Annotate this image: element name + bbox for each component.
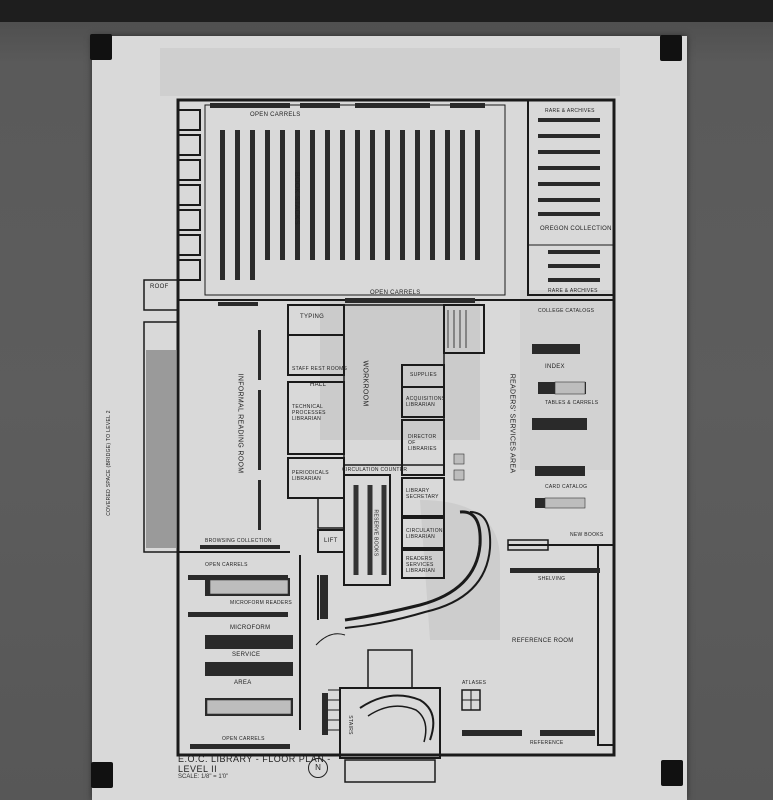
label-director: DIRECTOR OF LIBRARIES xyxy=(408,434,437,452)
label-workroom: WORKROOM xyxy=(361,360,369,407)
label-lift: LIFT xyxy=(324,538,338,544)
plan-scale: SCALE: 1/8" = 1'0" xyxy=(178,774,229,780)
label-service: SERVICE xyxy=(232,652,261,658)
label-browsing-collection: BROWSING COLLECTION xyxy=(205,538,272,544)
label-open-carrels-top: OPEN CARRELS xyxy=(250,112,301,118)
label-microform: MICROFORM xyxy=(230,625,271,631)
plan-title-block: E.O.C. LIBRARY - FLOOR PLAN - LEVEL II xyxy=(178,754,331,774)
label-open-carrels-bottom: OPEN CARRELS xyxy=(222,736,265,742)
label-staff-rest-rooms: STAFF REST ROOMS xyxy=(292,366,348,372)
label-readers-services-librarian: READERS SERVICES LIBRARIAN xyxy=(406,556,436,574)
label-open-carrels-lower: OPEN CARRELS xyxy=(205,562,248,568)
label-acquisitions: ACQUISITIONS LIBRARIAN xyxy=(406,396,446,408)
label-shelving: SHELVING xyxy=(538,576,566,582)
label-new-books: NEW BOOKS xyxy=(570,532,604,538)
label-rare-archives-top: RARE & ARCHIVES xyxy=(545,108,595,114)
label-rare-archives-bottom: RARE & ARCHIVES xyxy=(548,288,598,294)
label-open-carrels-mid: OPEN CARRELS xyxy=(370,290,421,296)
tape-bottom-right xyxy=(661,760,683,786)
label-typing: TYPING xyxy=(300,314,325,320)
plan-title: E.O.C. LIBRARY - FLOOR PLAN - xyxy=(178,754,331,764)
label-informal-reading-room: INFORMAL READING ROOM xyxy=(236,373,244,474)
label-stairs: STAIRS xyxy=(346,715,353,735)
label-periodicals: PERIODICALS LIBRARIAN xyxy=(292,470,329,482)
north-arrow-icon: N xyxy=(308,758,328,778)
label-readers-services-area: READERS' SERVICES AREA xyxy=(508,373,516,474)
label-roof: ROOF xyxy=(150,284,169,290)
label-library-secretary: LIBRARY SECRETARY xyxy=(406,488,439,500)
label-reference-bottom: REFERENCE xyxy=(530,740,564,746)
label-side-note: COVERED SPACE (BRIDGE) TO LEVEL 2 xyxy=(105,410,112,516)
label-tables-carrels: TABLES & CARRELS xyxy=(545,400,599,406)
label-book-stacks: BOOK STACKS xyxy=(292,172,300,225)
label-technical-processes: TECHNICAL PROCESSES LIBRARIAN xyxy=(292,404,326,422)
label-oregon-collection: OREGON COLLECTION xyxy=(540,226,612,232)
label-supplies: SUPPLIES xyxy=(410,372,437,378)
label-microform-readers: MICROFORM READERS xyxy=(230,600,293,606)
tape-top-left xyxy=(90,34,112,60)
tape-bottom-left xyxy=(91,762,113,788)
label-reference-room: REFERENCE ROOM xyxy=(512,638,574,644)
label-reserve-books: RESERVE BOOKS xyxy=(372,509,379,557)
plan-level: LEVEL II xyxy=(178,764,218,774)
top-dark-strip xyxy=(0,0,773,22)
label-atlases: ATLASES xyxy=(462,680,487,686)
label-college-catalogs: COLLEGE CATALOGS xyxy=(538,308,595,314)
label-card-catalog: CARD CATALOG xyxy=(545,484,588,490)
label-area: AREA xyxy=(234,680,252,686)
label-index: INDEX xyxy=(545,364,565,370)
label-circulation-counter: CIRCULATION COUNTER xyxy=(342,467,408,473)
label-hall: HALL xyxy=(310,382,327,388)
label-circulation-librarian: CIRCULATION LIBRARIAN xyxy=(406,528,443,540)
tape-top-right xyxy=(660,35,682,61)
